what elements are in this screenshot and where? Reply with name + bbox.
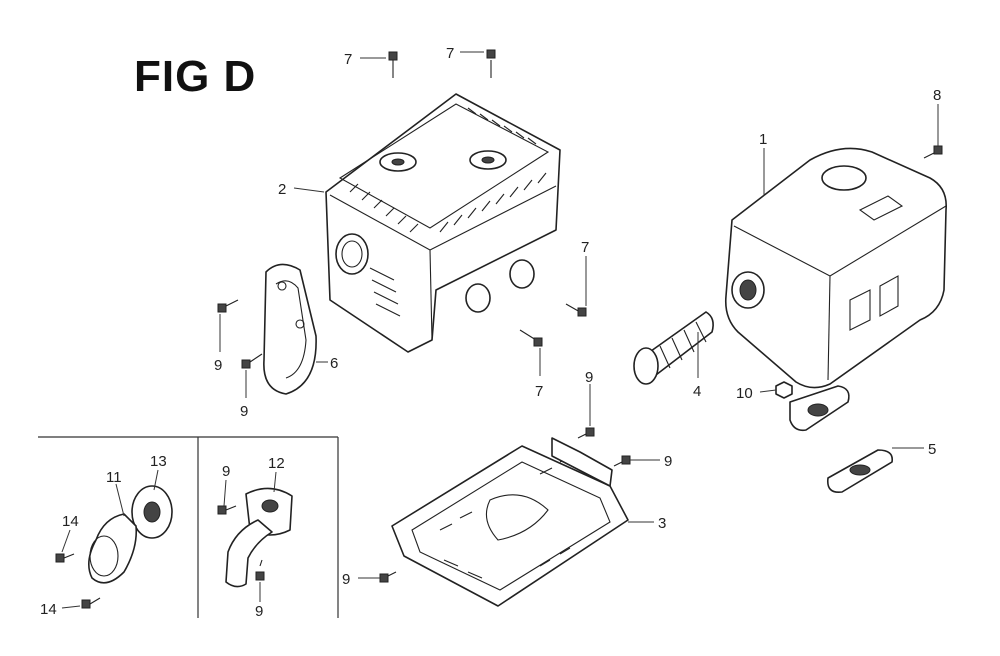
muffler-part — [724, 147, 947, 432]
exhaust-pipe-part — [225, 487, 293, 588]
callout-9: 9 — [255, 603, 263, 620]
muffler-protector-part — [325, 93, 561, 353]
spark-arrester-part — [633, 311, 714, 385]
callout-2: 2 — [278, 181, 286, 198]
callout-9: 9 — [214, 357, 222, 374]
fasteners — [55, 49, 943, 609]
callout-7: 7 — [581, 239, 589, 256]
exhaust-cap-part — [88, 485, 173, 584]
deflector-part — [263, 263, 317, 395]
nut-part — [775, 381, 793, 399]
callout-3: 3 — [658, 515, 666, 532]
callout-labels: 7 7 2 1 8 7 7 6 9 9 9 9 3 9 4 10 5 11 13… — [40, 45, 941, 620]
callout-9: 9 — [222, 463, 230, 480]
callout-8: 8 — [933, 87, 941, 104]
callout-12: 12 — [268, 455, 285, 472]
callout-9: 9 — [585, 369, 593, 386]
leader-lines — [61, 51, 939, 609]
callout-14: 14 — [62, 513, 79, 530]
callout-11: 11 — [106, 469, 122, 486]
callout-7: 7 — [446, 45, 454, 62]
callout-14: 14 — [40, 601, 57, 618]
inset-frame — [38, 436, 339, 618]
callout-9: 9 — [240, 403, 248, 420]
callout-6: 6 — [330, 355, 338, 372]
callout-9: 9 — [342, 571, 350, 588]
muffler-stay-part — [391, 437, 629, 607]
callout-7: 7 — [535, 383, 543, 400]
gasket-part — [826, 449, 894, 494]
figure-title: FIG D — [134, 52, 257, 101]
callout-5: 5 — [928, 441, 936, 458]
callout-9: 9 — [664, 453, 672, 470]
callout-1: 1 — [759, 131, 767, 148]
callout-13: 13 — [150, 453, 167, 470]
callout-4: 4 — [693, 383, 701, 400]
callout-10: 10 — [736, 385, 753, 402]
callout-7: 7 — [344, 51, 352, 68]
